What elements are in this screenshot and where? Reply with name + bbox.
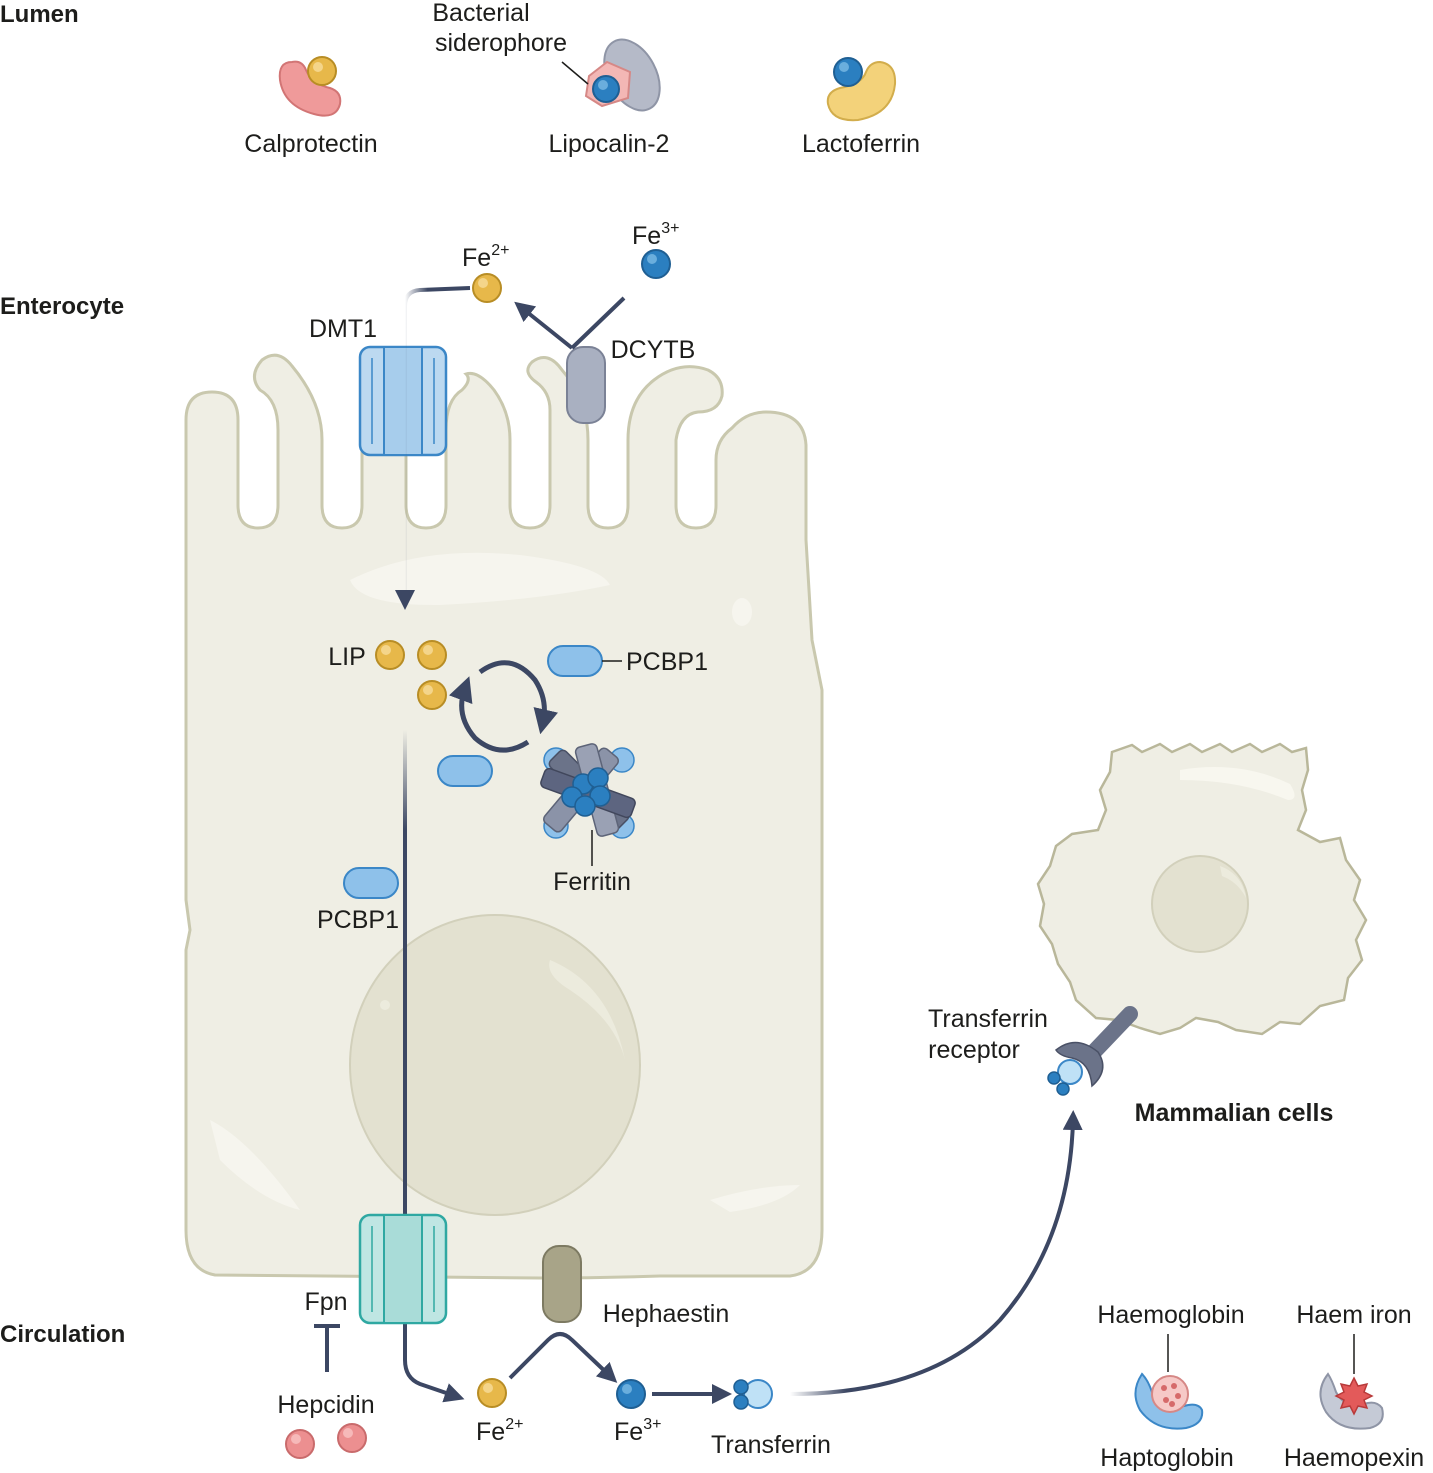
fe2-label-circulation: Fe2+ bbox=[476, 1416, 523, 1446]
haem-iron-label: Haem iron bbox=[1296, 1301, 1411, 1329]
fe3-label-circulation: Fe3+ bbox=[614, 1416, 661, 1446]
lactoferrin-icon bbox=[826, 57, 897, 122]
lip-fe2-ion-1 bbox=[375, 640, 405, 670]
section-label-circulation: Circulation bbox=[0, 1321, 125, 1348]
transferrin-receptor bbox=[1047, 1006, 1138, 1096]
dmt1-label: DMT1 bbox=[309, 315, 377, 343]
hepcidin-molecule-1 bbox=[285, 1429, 315, 1459]
dcytb-reduction-arrow bbox=[514, 301, 574, 350]
lip-fe2-ion-3 bbox=[417, 680, 447, 710]
lip-label: LIP bbox=[328, 643, 366, 671]
haptoglobin-icon bbox=[1134, 1372, 1204, 1430]
nucleus-highlight bbox=[1220, 866, 1246, 898]
mammalian-cell-nucleus bbox=[1151, 855, 1249, 953]
pcbp1-lower-protein bbox=[343, 867, 399, 899]
haemoglobin-label: Haemoglobin bbox=[1097, 1301, 1244, 1329]
mammalian-cells-label: Mammalian cells bbox=[1135, 1099, 1334, 1127]
hephaestin-label: Hephaestin bbox=[603, 1300, 729, 1328]
pcbp1-lower-label: PCBP1 bbox=[317, 906, 399, 934]
fe3-label-lumen: Fe3+ bbox=[632, 220, 679, 250]
bacterial-siderophore-label-line1: Bacterial bbox=[432, 0, 529, 27]
dcytb-label: DCYTB bbox=[611, 336, 696, 364]
dmt1-import-arrow bbox=[395, 286, 471, 610]
fe3-ion-lumen bbox=[641, 249, 671, 279]
cell-highlight-bottom bbox=[210, 1120, 300, 1210]
cell-highlight bbox=[350, 552, 610, 606]
haptoglobin-label: Haptoglobin bbox=[1100, 1444, 1233, 1472]
fe2-ion-lumen bbox=[472, 273, 502, 303]
hephaestin-protein bbox=[542, 1245, 582, 1323]
section-label-enterocyte: Enterocyte bbox=[0, 293, 124, 320]
fpn-transporter bbox=[358, 1213, 448, 1325]
lipocalin2-icon bbox=[561, 38, 661, 112]
cell-highlight-bottom-right bbox=[710, 1185, 800, 1212]
transferrin-receptor-label-line2: receptor bbox=[928, 1036, 1020, 1064]
transferrin-receptor-label-line1: Transferrin bbox=[928, 1005, 1048, 1033]
transferrin-icon bbox=[733, 1379, 773, 1410]
fe3-ion-circulation bbox=[616, 1379, 646, 1409]
lip-fe2-ion-2 bbox=[417, 640, 447, 670]
cycle-arrow-top bbox=[478, 660, 558, 735]
haemopexin-label: Haemopexin bbox=[1284, 1444, 1424, 1472]
fpn-export-arrow bbox=[403, 730, 465, 1403]
dcytb-reduction-line bbox=[570, 296, 626, 350]
ferritin-label: Ferritin bbox=[553, 868, 631, 896]
transferrin-label: Transferrin bbox=[711, 1431, 831, 1459]
cycle-arrow-bottom bbox=[448, 676, 530, 753]
dcytb-protein bbox=[566, 346, 606, 424]
pcbp1-upper-label: PCBP1 bbox=[626, 648, 708, 676]
bacterial-siderophore-label-line2: siderophore bbox=[435, 29, 567, 57]
hepcidin-molecule-2 bbox=[337, 1423, 367, 1453]
nucleus bbox=[349, 914, 641, 1216]
mammalian-cell-highlight bbox=[1180, 767, 1295, 800]
haemopexin-icon bbox=[1319, 1372, 1384, 1430]
hephaestin-oxidation-arrow bbox=[508, 1332, 618, 1383]
pcbp1-mid-protein bbox=[437, 755, 493, 787]
hepcidin-label: Hepcidin bbox=[277, 1391, 374, 1419]
section-label-lumen: Lumen bbox=[0, 1, 79, 28]
fe2-label-lumen: Fe2+ bbox=[462, 242, 509, 272]
cell-highlight-small bbox=[732, 598, 752, 626]
ferritin-complex bbox=[540, 743, 636, 839]
fpn-label: Fpn bbox=[304, 1288, 347, 1316]
fe2-ion-circulation bbox=[477, 1378, 507, 1408]
enterocyte-cell bbox=[184, 353, 824, 1280]
pcbp1-upper-protein bbox=[547, 645, 603, 677]
calprotectin-icon bbox=[278, 56, 342, 117]
lactoferrin-label: Lactoferrin bbox=[802, 130, 920, 158]
calprotectin-label: Calprotectin bbox=[244, 130, 377, 158]
transferrin-delivery-arrow bbox=[789, 1110, 1083, 1396]
lipocalin2-label: Lipocalin-2 bbox=[549, 130, 670, 158]
